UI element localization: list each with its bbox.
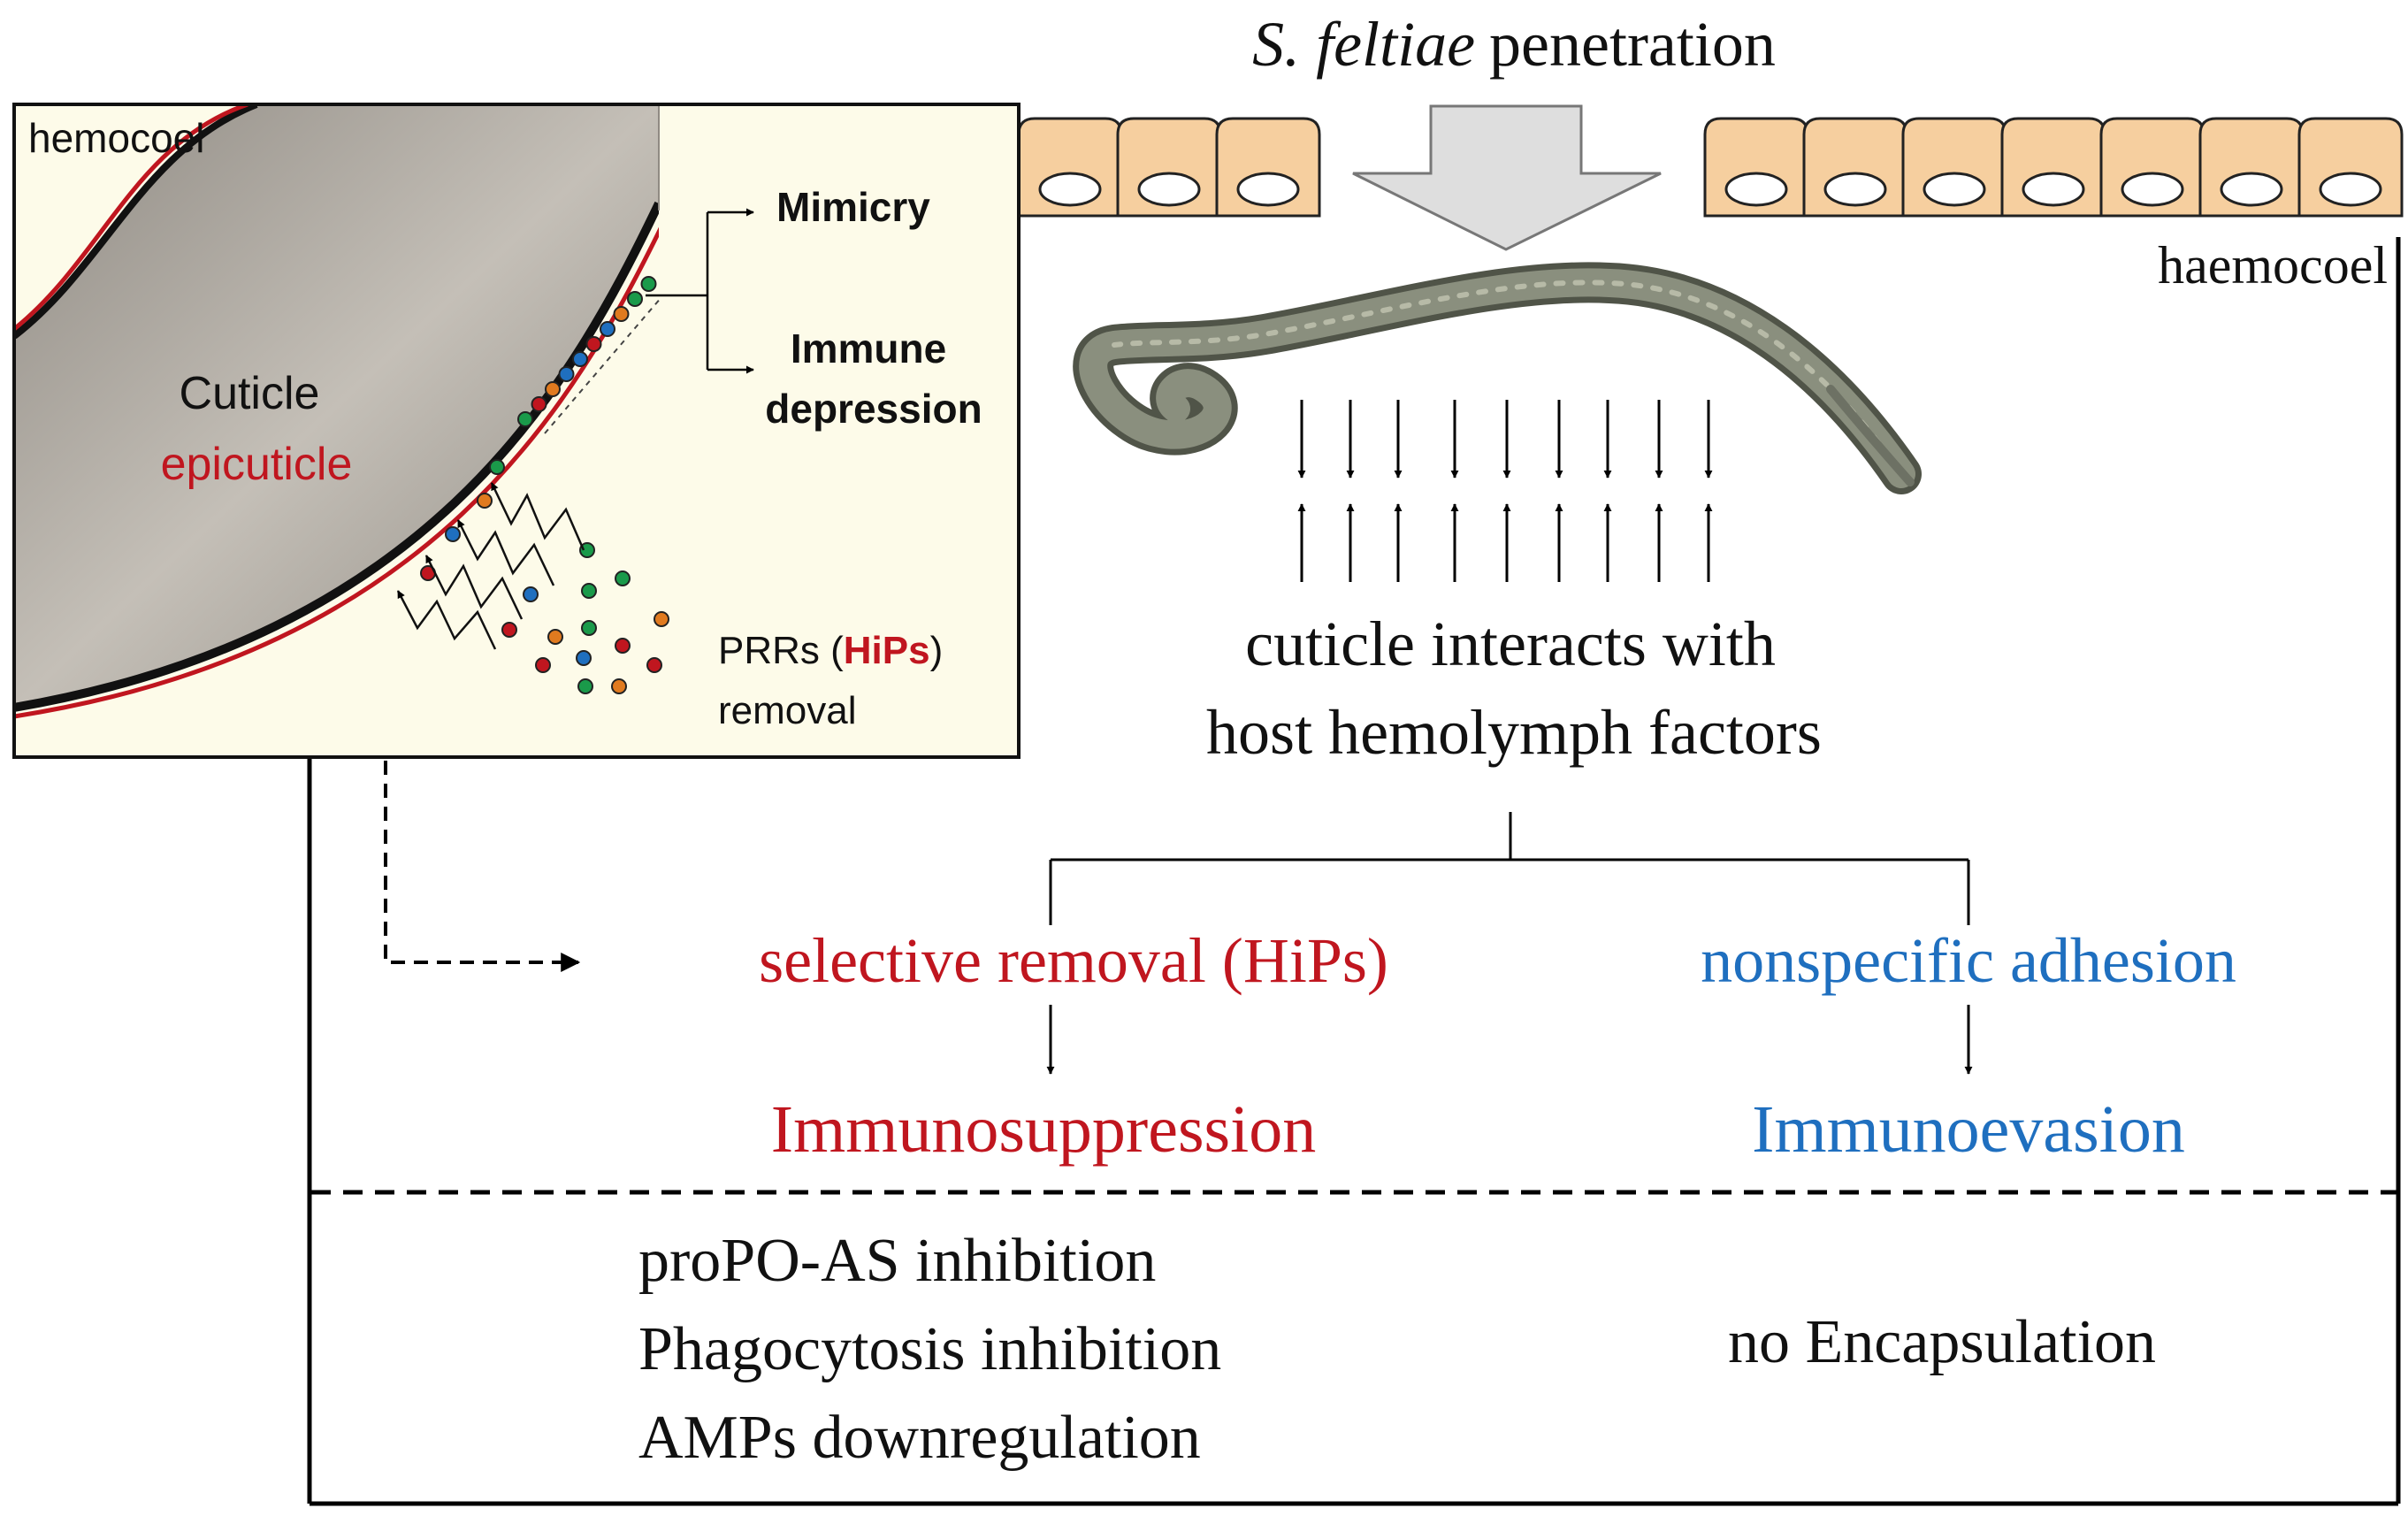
effect-amps: AMPs downregulation — [638, 1404, 1201, 1472]
epithelial-cell — [2000, 117, 2106, 218]
interaction-line-2: host hemolymph factors — [1206, 697, 1822, 768]
prr-dot — [581, 583, 597, 599]
prr-dot — [577, 678, 593, 694]
hip-dot — [627, 291, 643, 307]
prr-dot — [547, 629, 563, 645]
cell-nucleus — [1038, 172, 1102, 207]
hip-dot — [585, 336, 602, 352]
inset-epicuticle-label: epicuticle — [161, 439, 353, 490]
hip-dot — [517, 411, 533, 427]
cell-nucleus — [1823, 172, 1887, 207]
prr-dot — [579, 542, 595, 558]
removal-arrows — [396, 482, 585, 650]
species-name: S. feltiae — [1252, 9, 1475, 80]
nematode-illustration — [1073, 262, 1922, 494]
inset-cuticle-label: Cuticle — [180, 368, 320, 419]
main-frame — [307, 237, 2401, 1506]
epithelium-right — [1703, 117, 2404, 218]
prr-dot — [654, 611, 669, 627]
prr-dot — [489, 459, 505, 475]
cell-nucleus — [2022, 172, 2085, 207]
inset-branch — [646, 208, 754, 374]
hip-dot — [600, 321, 615, 337]
hip-dot — [572, 351, 588, 367]
cell-nucleus — [2319, 172, 2382, 207]
effect-propo: proPO-AS inhibition — [638, 1227, 1156, 1295]
cell-nucleus — [2220, 172, 2283, 207]
prr-dot — [581, 620, 597, 636]
immune-label: Immune — [791, 325, 946, 371]
cell-nucleus — [1137, 172, 1201, 207]
epithelium-left — [1017, 117, 1321, 218]
inset-hemocoel-label: hemocoel — [28, 115, 204, 161]
epithelial-cell — [1703, 117, 1809, 218]
prr-dot — [445, 526, 461, 542]
cell-nucleus — [2121, 172, 2184, 207]
cell-nucleus — [1724, 172, 1788, 207]
penetration-word: penetration — [1489, 9, 1776, 80]
epithelial-cell — [1116, 117, 1222, 218]
penetration-arrow — [1352, 104, 1662, 251]
nonspecific-adhesion-label: nonspecific adhesion — [1701, 925, 2236, 996]
branch-connector — [1049, 812, 1970, 925]
depression-label: depression — [765, 386, 982, 432]
prr-dot — [535, 657, 551, 673]
cell-nucleus — [1236, 172, 1300, 207]
immunosuppression-label: Immunosuppression — [771, 1092, 1316, 1167]
bound-hips — [517, 276, 657, 427]
prr-dot — [576, 650, 592, 666]
hip-dot — [531, 396, 547, 412]
effect-phagocytosis: Phagocytosis inhibition — [638, 1315, 1221, 1383]
epithelial-cell — [2297, 117, 2404, 218]
prr-dot — [477, 493, 493, 509]
epithelial-cell — [2198, 117, 2305, 218]
hip-dot — [545, 381, 561, 397]
hip-dot — [613, 306, 630, 322]
bound-hips-guide — [544, 296, 662, 434]
prr-dot — [615, 570, 631, 586]
effect-no-encapsulation: no Encapsulation — [1728, 1308, 2156, 1376]
interaction-line-1: cuticle interacts with — [1245, 609, 1776, 679]
haemocoel-label: haemocoel — [2158, 236, 2388, 295]
removal-label: removal — [718, 689, 857, 732]
epithelial-cell — [1215, 117, 1321, 218]
cuticle-inset: hemocoel Cuticle epicuticle Mimicry Immu… — [12, 103, 1021, 759]
selective-removal-label: selective removal (HiPs) — [759, 925, 1388, 996]
epithelial-cell — [1901, 117, 2007, 218]
hip-dot — [558, 366, 575, 382]
prrs-label: PRRs (HiPs) — [718, 629, 943, 672]
inset-link-arrow — [384, 761, 581, 972]
prr-dot — [615, 638, 631, 654]
immunoevasion-label: Immunoevasion — [1752, 1092, 2185, 1167]
prr-dot — [611, 678, 627, 694]
epithelial-cell — [2099, 117, 2205, 218]
cell-nucleus — [1923, 172, 1986, 207]
prr-dot — [523, 586, 539, 602]
prr-dot — [501, 622, 517, 638]
hip-dot — [640, 276, 657, 292]
epithelial-cell — [1802, 117, 1908, 218]
epithelial-cell — [1017, 117, 1123, 218]
prr-dot — [646, 657, 662, 673]
mimicry-label: Mimicry — [776, 184, 930, 230]
host-factor-arrows — [1297, 400, 1713, 582]
